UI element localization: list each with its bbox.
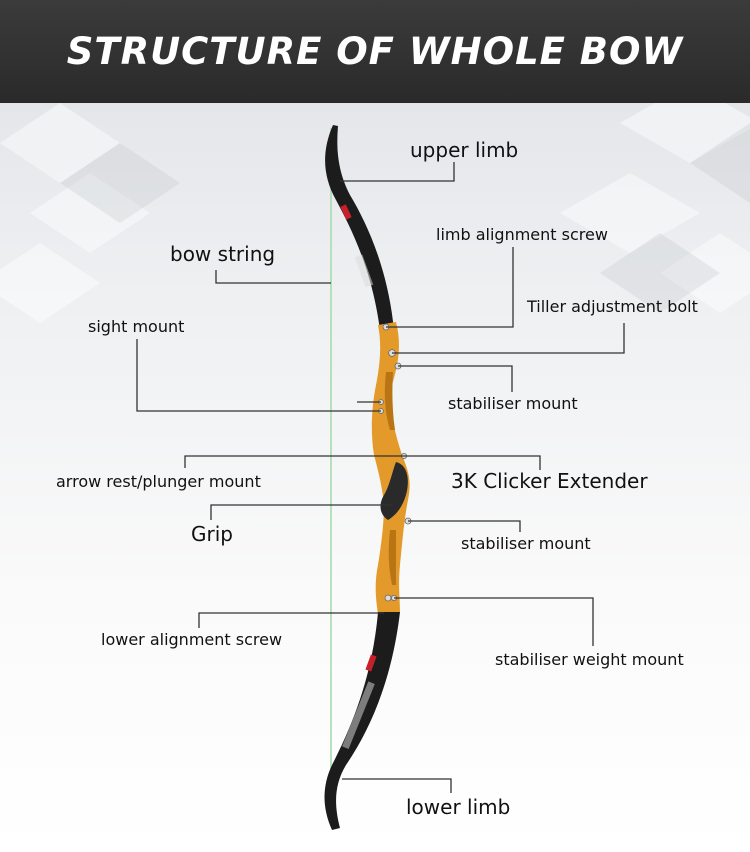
label-arrow-rest-plunger-mount: arrow rest/plunger mount: [56, 472, 261, 491]
riser-window-upper: [384, 372, 395, 430]
label-stabiliser-mount-lower: stabiliser mount: [461, 534, 591, 553]
upper-limb-accent: [340, 204, 352, 220]
leader-sight-mount: [136, 339, 381, 412]
label-clicker-extender: 3K Clicker Extender: [451, 469, 648, 493]
lower-alignment-screw: [384, 594, 392, 602]
lower-limb-brand: [342, 681, 375, 749]
leader-tiller-bolt: [392, 323, 625, 354]
label-stabiliser-weight-mount: stabiliser weight mount: [495, 650, 684, 669]
header-banner: STRUCTURE OF WHOLE BOW: [0, 0, 750, 103]
leader-stabiliser-mount-lower: [408, 520, 521, 532]
page-title: STRUCTURE OF WHOLE BOW: [66, 30, 684, 73]
riser-window-lower: [388, 530, 396, 585]
label-grip: Grip: [191, 522, 233, 546]
leader-bow-string: [215, 270, 331, 284]
leader-stabiliser-mount-upper: [398, 365, 513, 392]
leader-clicker: [404, 455, 541, 470]
label-tiller-adjustment-bolt: Tiller adjustment bolt: [527, 297, 698, 316]
leader-lower-limb: [342, 778, 452, 793]
label-sight-mount: sight mount: [88, 317, 185, 336]
label-lower-alignment-screw: lower alignment screw: [101, 630, 283, 649]
label-stabiliser-mount-upper: stabiliser mount: [448, 394, 578, 413]
label-lower-limb: lower limb: [406, 795, 511, 819]
leader-lower-alignment-screw: [198, 612, 384, 628]
leader-upper-limb: [340, 162, 455, 182]
leader-arrow-rest: [184, 455, 404, 468]
riser: [371, 322, 410, 614]
upper-limb: [325, 125, 394, 330]
label-bow-string: bow string: [170, 242, 276, 266]
leader-stabiliser-weight: [394, 597, 594, 646]
label-upper-limb: upper limb: [410, 138, 519, 162]
lower-limb-accent: [365, 654, 377, 672]
leader-grip: [210, 504, 392, 520]
leader-limb-alignment-screw: [386, 247, 514, 328]
lower-limb: [324, 612, 400, 830]
label-limb-alignment-screw: limb alignment screw: [436, 225, 608, 244]
upper-limb-brand: [354, 254, 374, 288]
background-tiles: [0, 103, 750, 323]
